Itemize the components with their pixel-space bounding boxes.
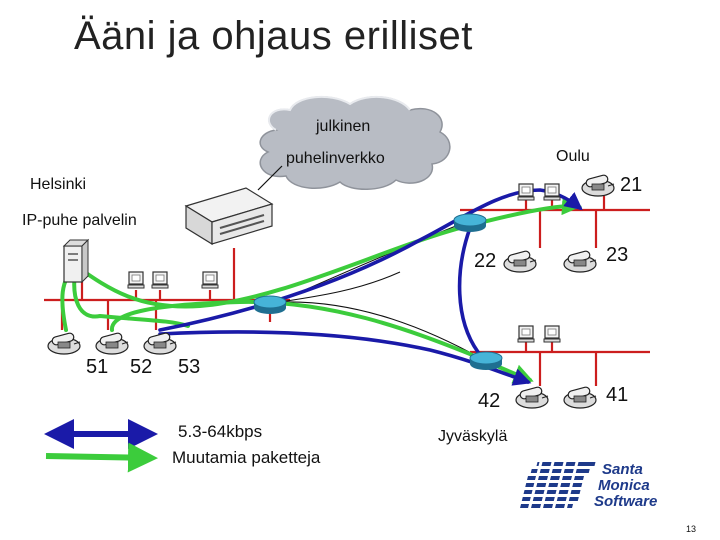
phone-label-41: 41 bbox=[606, 384, 629, 406]
phone-53 bbox=[143, 331, 177, 355]
cloud-label-line1: julkinen bbox=[316, 118, 371, 135]
phone-51 bbox=[47, 331, 81, 355]
wan-links bbox=[279, 221, 485, 361]
slide-title: Ääni ja ohjaus erilliset bbox=[74, 14, 473, 58]
legend-label-voice: 5.3-64kbps bbox=[178, 422, 263, 441]
pc-oulu-1 bbox=[517, 183, 535, 201]
pc-oulu-2 bbox=[543, 183, 561, 201]
phone-52 bbox=[95, 331, 129, 355]
phone-42 bbox=[515, 385, 549, 409]
location-oulu: Oulu bbox=[556, 148, 590, 165]
pstn-link bbox=[257, 165, 283, 191]
pc-helsinki-2 bbox=[151, 271, 169, 289]
phone-23 bbox=[563, 249, 597, 273]
router-oulu bbox=[453, 213, 487, 233]
logo-text-santa: Santa bbox=[602, 461, 643, 478]
phone-22 bbox=[503, 249, 537, 273]
page-number: 13 bbox=[686, 524, 697, 534]
pc-jyvaskyla-1 bbox=[517, 325, 535, 343]
pc-jyvaskyla-2 bbox=[543, 325, 561, 343]
phone-label-22: 22 bbox=[474, 250, 497, 272]
pc-helsinki-1 bbox=[127, 271, 145, 289]
router-helsinki bbox=[253, 295, 287, 315]
router-jyvaskyla bbox=[469, 351, 503, 371]
logo-text-monica: Monica bbox=[598, 477, 650, 494]
phone-label-23: 23 bbox=[606, 244, 629, 266]
location-jyvaskyla: Jyväskylä bbox=[438, 428, 508, 445]
tower-server bbox=[62, 238, 90, 284]
phone-label-21: 21 bbox=[620, 174, 643, 196]
cloud-label-line2: puhelinverkko bbox=[286, 150, 385, 167]
logo-text-software: Software bbox=[594, 493, 658, 510]
ip-voice-server bbox=[184, 187, 274, 246]
server-label: IP-puhe palvelin bbox=[22, 212, 137, 229]
phone-21 bbox=[581, 173, 615, 197]
santa-monica-logo-mark bbox=[520, 460, 596, 510]
location-helsinki: Helsinki bbox=[30, 176, 87, 193]
legend-green-arrow bbox=[45, 442, 158, 473]
phone-label-42: 42 bbox=[478, 390, 501, 412]
phone-label-53: 53 bbox=[178, 356, 201, 378]
packet-paths bbox=[60, 195, 582, 384]
phone-label-51: 51 bbox=[86, 356, 109, 378]
legend-label-packets: Muutamia paketteja bbox=[172, 448, 321, 467]
public-network-cloud bbox=[259, 95, 451, 190]
phone-41 bbox=[563, 385, 597, 409]
pc-helsinki-3 bbox=[201, 271, 219, 289]
phone-label-52: 52 bbox=[130, 356, 153, 378]
